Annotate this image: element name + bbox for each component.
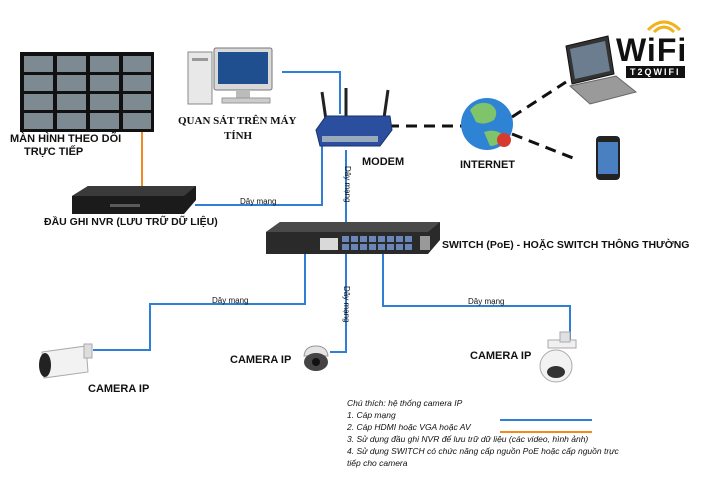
monitor-label: MÀN HÌNH THEO DÕI TRỰC TIẾP — [10, 133, 122, 158]
cable-switch-camera-right — [382, 252, 571, 340]
brand-name: WiFi — [616, 32, 688, 68]
cable-label-mid: Dây mạng — [342, 286, 351, 323]
camera-left-label: CAMERA IP — [88, 383, 150, 395]
legend-item-network-cable: 1. Cáp mạng — [347, 410, 396, 420]
legend-hdmi-cable-swatch — [500, 431, 592, 433]
cable-nvr-modem — [195, 145, 323, 206]
brand-subtitle: T2QWIFI — [626, 66, 685, 78]
legend-item-switch: 4. Sử dụng SWITCH có chức năng cấp nguồn… — [347, 446, 619, 456]
legend-item-hdmi-cable: 2. Cáp HDMI hoặc VGA hoặc AV — [347, 422, 471, 432]
internet-links — [388, 80, 579, 162]
camera-mid-label: CAMERA IP — [230, 354, 292, 366]
legend-title: Chú thích: hệ thống camera IP — [347, 398, 463, 408]
bullet-camera-icon — [39, 343, 93, 379]
cable-switch-camera-mid — [330, 254, 347, 353]
cable-switch-camera-left — [93, 252, 306, 351]
cable-pc-modem — [282, 71, 341, 114]
modem-label: MODEM — [362, 156, 405, 168]
nvr-recorder — [72, 186, 196, 214]
legend: Chú thích: hệ thống camera IP 1. Cáp mạn… — [347, 397, 619, 469]
legend-network-cable-swatch — [500, 419, 592, 421]
nvr-label: ĐẦU GHI NVR (LƯU TRỮ DỮ LIỆU) — [44, 216, 218, 228]
wifi-signal-icon — [646, 20, 682, 34]
poe-switch — [266, 222, 440, 254]
cable-label-nvr: Dây mạng — [240, 197, 277, 206]
switch-label: SWITCH (PoE) - HOẶC SWITCH THÔNG THƯỜNG — [442, 239, 690, 251]
internet-label: INTERNET — [460, 159, 515, 171]
legend-item-nvr: 3. Sử dụng đầu ghi NVR để lưu trữ dữ liệ… — [347, 434, 589, 444]
dome-camera-icon — [303, 345, 329, 371]
legend-item-switch-cont: tiếp cho camera — [347, 458, 408, 468]
cable-label-right: Dây mạng — [468, 297, 505, 306]
smartphone — [596, 136, 620, 180]
laptop — [565, 35, 638, 105]
ptz-camera-icon — [539, 331, 577, 383]
pc-label: QUAN SÁT TRÊN MÁY TÍNH — [178, 115, 297, 142]
brand-logo: WiFi T2QWIFI — [614, 14, 714, 84]
cable-label-modem: Dây mạng — [343, 166, 352, 203]
camera-right-label: CAMERA IP — [470, 350, 532, 362]
network-cables — [93, 71, 571, 353]
cctv-monitor — [20, 52, 154, 132]
internet-globe — [461, 98, 513, 150]
desktop-computer — [187, 47, 273, 105]
cable-label-left: Dây mạng — [212, 296, 249, 305]
modem-router — [315, 88, 393, 147]
